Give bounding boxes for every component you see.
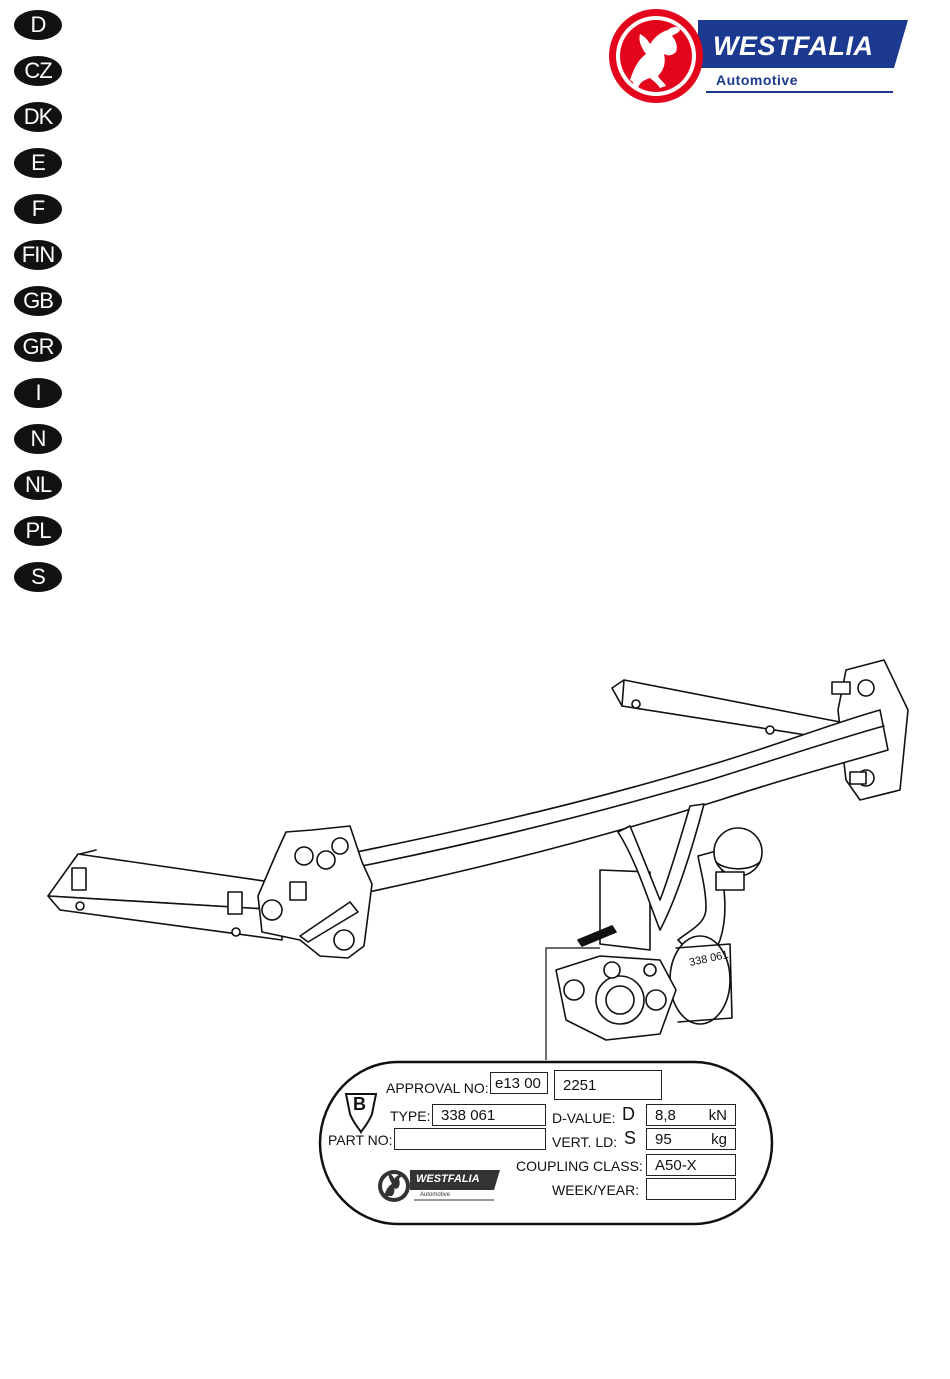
language-badge-gr: GR xyxy=(14,332,62,362)
vert-ld-unit: kg xyxy=(711,1129,727,1151)
logo-brand-subtitle: Automotive xyxy=(716,72,798,88)
mini-brand-subtitle: Automotive xyxy=(420,1192,450,1198)
mini-brand-name: WESTFALIA xyxy=(416,1173,480,1185)
towbar-drawing: 338 061 xyxy=(0,640,950,1060)
language-badge-s: S xyxy=(14,562,62,592)
vert-ld-field: 95 kg xyxy=(646,1128,736,1150)
plate-mini-logo: WESTFALIA Automotive xyxy=(354,1162,484,1198)
language-badge-d: D xyxy=(14,10,62,40)
language-badge-dk: DK xyxy=(14,102,62,132)
d-unit: kN xyxy=(709,1105,727,1127)
class-letter: B xyxy=(353,1094,366,1115)
vert-ld-label: VERT. LD: xyxy=(552,1134,617,1150)
language-badge-n: N xyxy=(14,424,62,454)
logo-brand-name: WESTFALIA xyxy=(713,31,874,62)
type-label: TYPE: xyxy=(390,1108,430,1124)
language-badge-pl: PL xyxy=(14,516,62,546)
westfalia-logo: WESTFALIA Automotive xyxy=(608,8,908,108)
approval-plate: B APPROVAL NO: e13 00 2251 TYPE: 338 061… xyxy=(318,1060,774,1226)
part-no-field xyxy=(394,1128,546,1150)
approval-number-field: 2251 xyxy=(554,1070,662,1100)
type-field: 338 061 xyxy=(432,1104,546,1126)
d-symbol: D xyxy=(622,1104,635,1125)
d-value-field: 8,8 kN xyxy=(646,1104,736,1126)
cross-beam xyxy=(286,710,888,902)
part-no-label: PART NO: xyxy=(328,1132,393,1148)
s-symbol: S xyxy=(624,1128,636,1149)
language-badge-f: F xyxy=(14,194,62,224)
socket-collar xyxy=(670,936,730,1024)
approval-label: APPROVAL NO: xyxy=(386,1080,489,1096)
language-badge-e: E xyxy=(14,148,62,178)
language-badge-cz: CZ xyxy=(14,56,62,86)
language-badge-i: I xyxy=(14,378,62,408)
right-rail xyxy=(612,680,840,740)
vert-ld-value: 95 xyxy=(655,1131,672,1148)
d-value-label: D-VALUE: xyxy=(552,1110,616,1126)
coupling-class-field: A50-X xyxy=(646,1154,736,1176)
language-badge-fin: FIN xyxy=(14,240,62,270)
week-year-label: WEEK/YEAR: xyxy=(552,1182,639,1198)
language-badge-nl: NL xyxy=(14,470,62,500)
approval-prefix-field: e13 00 xyxy=(490,1072,548,1094)
coupling-class-label: COUPLING CLASS: xyxy=(516,1158,643,1174)
d-value: 8,8 xyxy=(655,1107,676,1124)
week-year-field xyxy=(646,1178,736,1200)
language-badge-gb: GB xyxy=(14,286,62,316)
